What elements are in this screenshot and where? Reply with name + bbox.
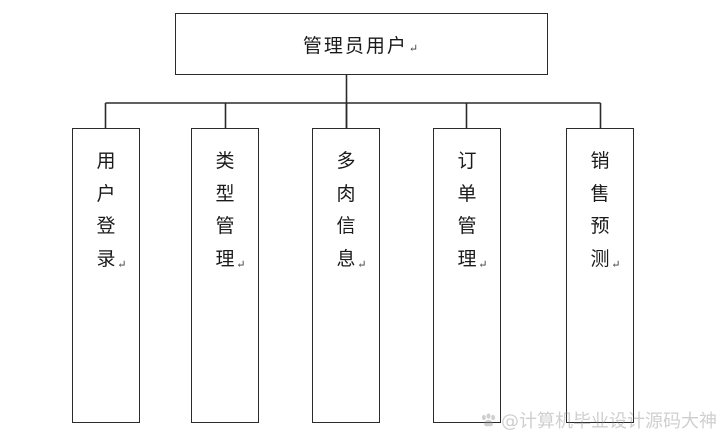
node-char: 售 (590, 182, 610, 205)
paragraph-mark-icon: ↵ (408, 41, 421, 55)
paragraph-mark-icon: ↵ (357, 257, 367, 271)
paragraph-mark-icon: ↵ (236, 257, 246, 271)
node-char: 用 (96, 150, 116, 172)
node-char: 型 (215, 182, 235, 205)
node-char: 理↵ (215, 243, 245, 276)
node-succulent-info: 多 肉 信 息↵ (312, 128, 380, 423)
node-order-management-label: 订 单 管 理↵ (457, 145, 487, 276)
node-char: 类 (215, 150, 235, 172)
node-user-login: 用 户 登 录↵ (72, 128, 140, 423)
node-char: 息↵ (336, 243, 366, 276)
node-type-management-label: 类 型 管 理↵ (215, 145, 245, 276)
node-sales-forecast: 销 售 预 测↵ (566, 128, 634, 423)
node-char: 信 (336, 215, 356, 238)
node-char: 测↵ (590, 243, 620, 276)
node-char: 管 (457, 215, 477, 238)
node-sales-forecast-label: 销 售 预 测↵ (590, 145, 620, 276)
node-char: 管 (215, 215, 235, 238)
node-char: 理↵ (457, 243, 487, 276)
node-user-login-label: 用 户 登 录↵ (96, 145, 126, 276)
node-char: 多 (336, 150, 356, 172)
node-char: 户 (96, 182, 116, 205)
paragraph-mark-icon: ↵ (478, 257, 488, 271)
node-char: 肉 (336, 182, 356, 205)
node-char: 订 (457, 150, 477, 172)
node-succulent-info-label: 多 肉 信 息↵ (336, 145, 366, 276)
node-char: 登 (96, 215, 116, 238)
node-char: 销 (590, 150, 610, 172)
node-order-management: 订 单 管 理↵ (433, 128, 501, 423)
node-admin-user-label: 管理员用户↵ (302, 34, 421, 57)
node-char: 单 (457, 182, 477, 205)
node-admin-user: 管理员用户↵ (175, 13, 548, 75)
paragraph-mark-icon: ↵ (611, 257, 621, 271)
node-char: 录↵ (96, 243, 126, 276)
node-char: 预 (590, 215, 610, 238)
node-type-management: 类 型 管 理↵ (191, 128, 259, 423)
paragraph-mark-icon: ↵ (117, 257, 127, 271)
